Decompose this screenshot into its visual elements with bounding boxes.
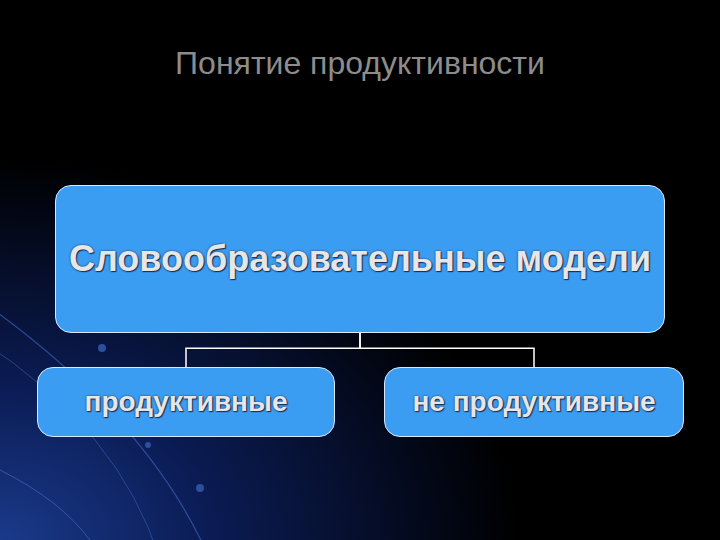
tree-connector bbox=[186, 333, 360, 367]
tree-connector bbox=[360, 333, 534, 367]
model-box: Словообразовательные модели bbox=[55, 185, 665, 333]
box-label: продуктивные bbox=[85, 385, 288, 419]
decor-curve bbox=[0, 470, 90, 540]
decor-dot bbox=[98, 344, 106, 352]
model-box: продуктивные bbox=[37, 367, 335, 437]
decor-dot bbox=[196, 484, 204, 492]
slide-title: Понятие продуктивности bbox=[0, 45, 720, 82]
box-label: не продуктивные bbox=[412, 385, 655, 419]
decor-dot bbox=[145, 442, 151, 448]
box-label: Словообразовательные модели bbox=[69, 237, 651, 280]
model-box: не продуктивные bbox=[384, 367, 684, 437]
